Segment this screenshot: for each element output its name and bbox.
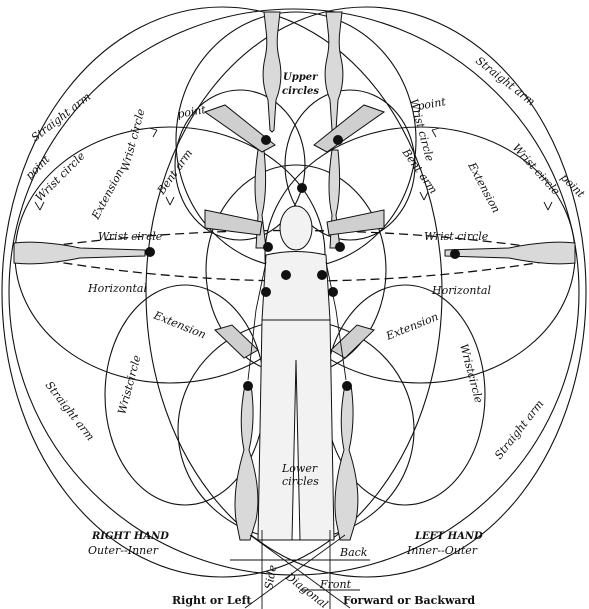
dot	[263, 242, 273, 252]
right-hand-title: RIGHT HAND	[91, 531, 169, 542]
wrist-circle-label-upper-left: Wrist circle	[118, 107, 147, 173]
dot	[261, 135, 271, 145]
bent-arm-label-left: Bent arm	[154, 147, 195, 198]
upper-left-club	[263, 12, 281, 132]
upper-label: Upper	[283, 72, 318, 83]
dot	[145, 247, 155, 257]
forward-or-backward-label: Forward or Backward	[343, 594, 475, 607]
extension-label-lower-left: Extension	[151, 308, 208, 341]
straight-arm-label-top-right: Straight arm	[473, 54, 537, 108]
wrist-circle-label-horizontal-left: Wrist circle	[98, 230, 163, 243]
extension-label-right: Extension	[465, 159, 503, 215]
front-label: Front	[319, 578, 352, 591]
dot	[297, 183, 307, 193]
wrist-circle-label-right: Wrist circle	[510, 141, 563, 198]
arrow-icon	[544, 202, 552, 210]
figure-head	[280, 206, 312, 250]
dot	[333, 135, 343, 145]
human-figure	[248, 206, 346, 540]
upper-circles-label: circles	[282, 86, 319, 97]
right-horizontal-club	[445, 242, 575, 264]
figure-legs	[258, 320, 334, 540]
upper-right-bent-arm	[314, 105, 384, 152]
upper-left-bent-arm	[205, 105, 275, 152]
side-label: Side	[262, 564, 279, 591]
right-or-left-label: Right or Left	[172, 594, 252, 607]
wrist-circle-label-horizontal-right: Wrist circle	[424, 230, 489, 243]
extension-label-left: Extension	[89, 167, 127, 223]
left-horizontal-club	[14, 242, 145, 264]
lower-left-extension-arm	[215, 325, 258, 358]
lower-label: Lower	[281, 462, 318, 475]
arrow-icon	[149, 128, 157, 137]
arrow-icon	[420, 192, 428, 200]
arrow-icon	[432, 128, 440, 137]
lower-left-club	[235, 385, 258, 540]
dot	[243, 381, 253, 391]
dot	[281, 270, 291, 280]
dot	[342, 381, 352, 391]
straight-arm-label-bottom-left: Straight arm	[43, 379, 97, 443]
lower-right-club	[335, 385, 358, 540]
left-hand-title: LEFT HAND	[414, 531, 483, 542]
horizontal-label-right: Horizontal	[431, 284, 491, 297]
left-extended-arm	[205, 210, 262, 235]
lower-right-extension-arm	[331, 325, 374, 358]
horizontal-label-left: Horizontal	[87, 282, 147, 295]
arrow-icon	[166, 197, 174, 205]
footer: RIGHT HAND Outer--Inner LEFT HAND Inner-…	[88, 530, 483, 609]
left-hand-subtitle: Inner--Outer	[406, 544, 478, 557]
dot	[261, 287, 271, 297]
wristcircle-label-lower-right: Wristcircle	[457, 342, 485, 405]
straight-arm-label-bottom-right: Straight arm	[492, 397, 546, 461]
back-label: Back	[339, 546, 368, 559]
dot	[335, 242, 345, 252]
lower-circles-label: circles	[282, 475, 319, 488]
point-label-top-left: point	[23, 152, 53, 182]
extension-label-lower-right: Extension	[383, 310, 440, 343]
wristcircle-label-lower-left: Wristcircle	[115, 353, 143, 416]
right-hand-subtitle: Outer--Inner	[88, 544, 159, 557]
figure-torso	[262, 252, 330, 326]
upper-right-club	[325, 12, 343, 132]
dot	[317, 270, 327, 280]
dot	[450, 249, 460, 259]
dot	[328, 287, 338, 297]
